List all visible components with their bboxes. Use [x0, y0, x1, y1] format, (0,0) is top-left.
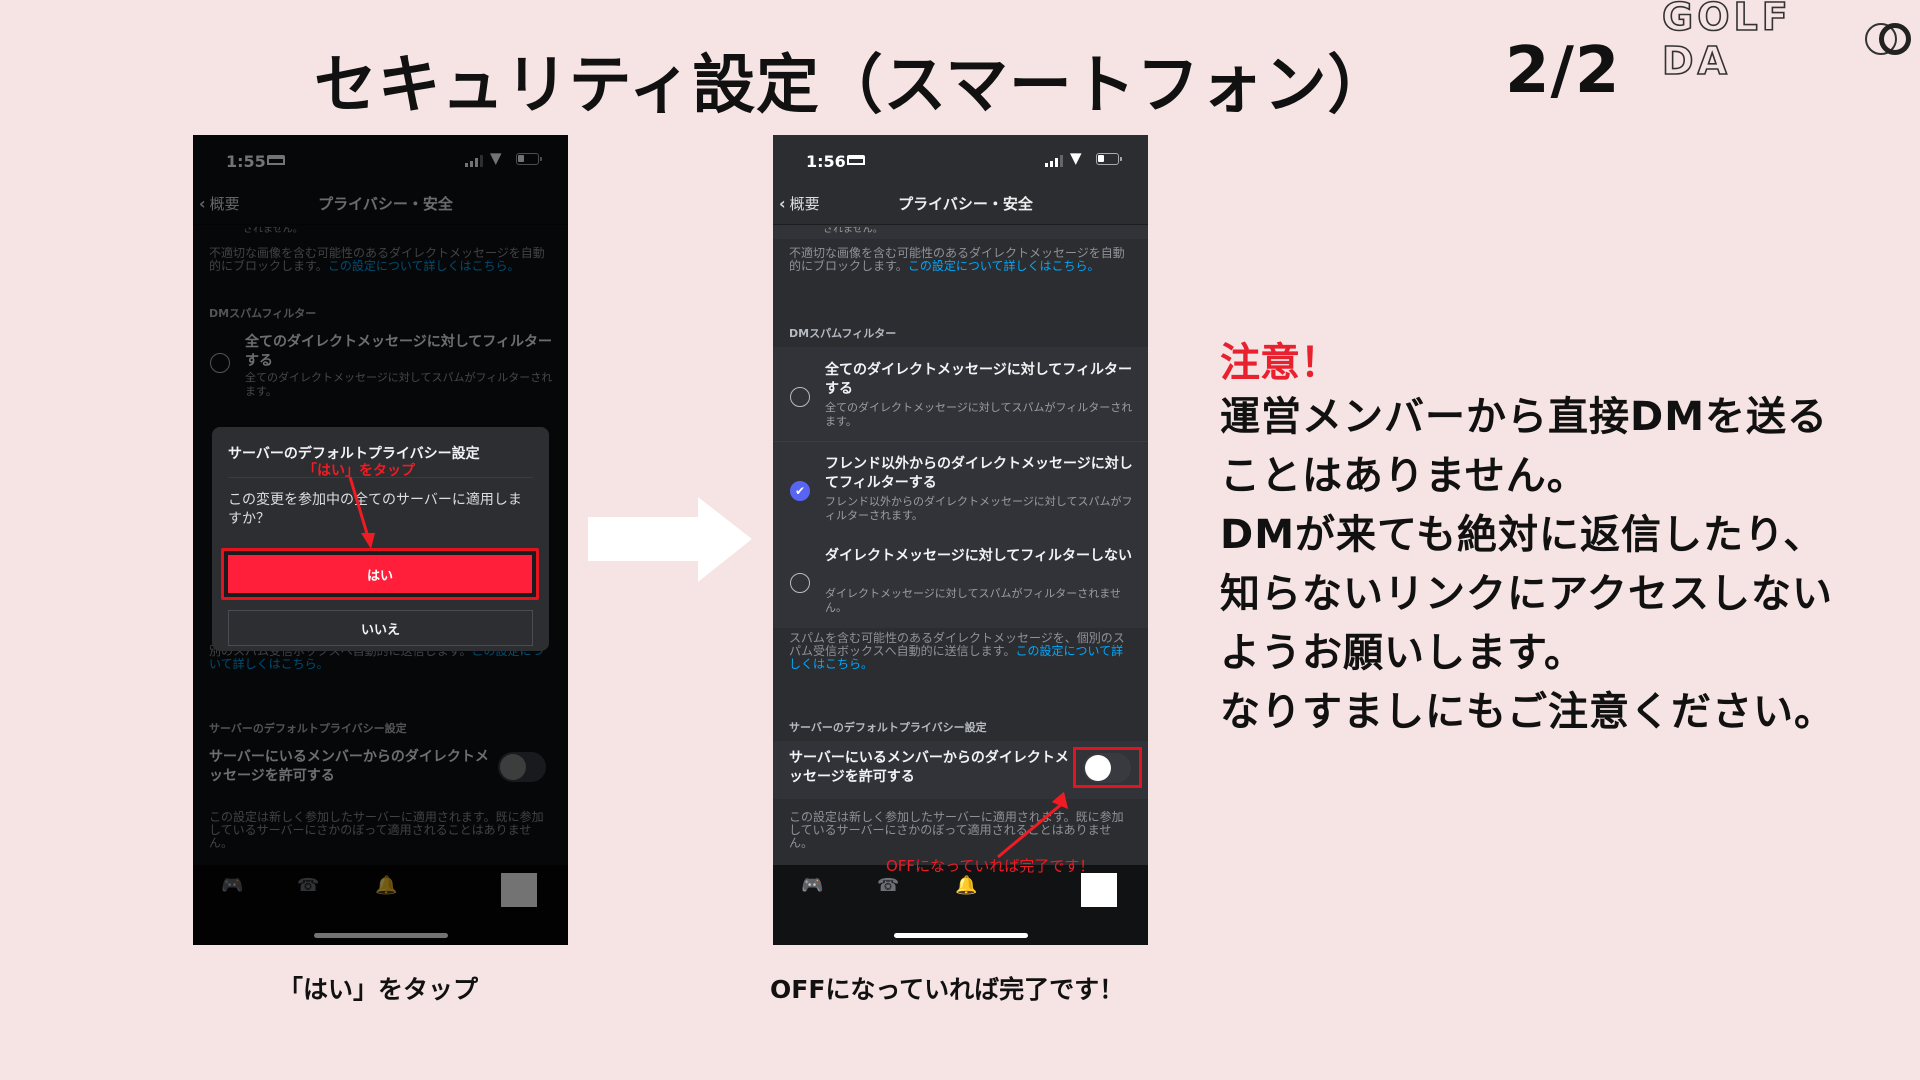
highlight-box — [1073, 747, 1142, 788]
annotation-arrow-icon — [348, 476, 375, 549]
dialog-title: サーバーのデフォルトプライバシー設定 — [228, 446, 480, 462]
radio-button[interactable] — [790, 387, 810, 407]
off-annotation: OFFになっていれば完了です！ — [886, 857, 1095, 875]
caption-left: 「はい」をタップ — [278, 975, 479, 1004]
spam-option-all[interactable]: 全てのダイレクトメッセージに対してフィルターする 全てのダイレクトメッセージに対… — [773, 347, 1148, 441]
spam-option-non-friends[interactable]: ✔ フレンド以外からのダイレクトメッセージに対してフィルターする フレンド以外か… — [773, 441, 1148, 533]
explicit-filter-note: 不適切な画像を含む可能性のあるダイレクトメッセージを自動的にブロックします。この… — [789, 246, 1125, 273]
wifi-icon: ▼ — [1070, 149, 1082, 167]
spam-options-group — [773, 347, 1148, 628]
logo-rings-icon — [1865, 19, 1912, 59]
notice-line: ことはありません。 — [1220, 453, 1588, 499]
warning-heading: 注意！ — [1220, 340, 1340, 386]
clipped-text: されません。 — [823, 227, 883, 235]
cell-signal-icon — [1045, 155, 1063, 167]
notice-line: 知らないリンクにアクセスしない — [1220, 571, 1833, 617]
discord-icon[interactable]: 🎮 — [801, 875, 824, 896]
phone-screenshot-left: 1:55 ▼ ‹ 概要 プライバシー・安全 されません。 不適切な画像を含む可能… — [193, 135, 568, 945]
status-bar: 1:56 ▼ — [773, 135, 1148, 195]
logo-text: GOLF DA — [1661, 0, 1792, 84]
dialog-body: この変更を参加中の全てのサーバーに適用しますか？ — [228, 492, 522, 527]
learn-more-link[interactable]: この設定について詳しくはこちら。 — [789, 644, 1124, 671]
tab-bar: 🎮 ☎ 🔔 — [773, 865, 1148, 945]
sleep-bed-icon — [847, 155, 865, 165]
dialog-divider — [228, 477, 533, 478]
annotation-arrow-icon — [997, 791, 1069, 859]
golf-dao-logo: GOLF DA — [1661, 0, 1912, 84]
server-dm-toggle-row: サーバーにいるメンバーからのダイレクトメッセージを許可する — [773, 741, 1148, 799]
battery-icon — [1096, 153, 1122, 165]
spam-filter-section-label: DMスパムフィルター — [789, 327, 897, 340]
server-dm-toggle[interactable] — [1083, 753, 1131, 783]
back-button[interactable]: ‹ 概要 — [779, 194, 820, 213]
no-button[interactable]: いいえ — [228, 610, 533, 646]
phone-screenshot-right: 1:56 ▼ ‹ 概要 プライバシー・安全 されません。 不適切な画像を含む可能… — [773, 135, 1148, 945]
spam-note: スパムを含む可能性のあるダイレクトメッセージを、個別のスパム受信ボックスへ自動的… — [789, 631, 1125, 671]
caption-right: OFFになっていれば完了です！ — [770, 975, 1125, 1004]
status-time: 1:56 — [806, 152, 846, 171]
divider — [773, 441, 1148, 442]
bell-icon[interactable]: 🔔 — [955, 875, 978, 896]
notice-line: DMが来ても絶対に返信したり、 — [1220, 512, 1825, 558]
server-privacy-section-label: サーバーのデフォルトプライバシー設定 — [789, 721, 987, 734]
confirm-dialog: サーバーのデフォルトプライバシー設定 この変更を参加中の全てのサーバーに適用しま… — [212, 427, 549, 651]
home-indicator — [894, 933, 1028, 938]
radio-button[interactable] — [790, 573, 810, 593]
yes-button[interactable]: はい — [228, 555, 532, 593]
radio-button-checked[interactable]: ✔ — [790, 481, 810, 501]
tap-annotation: 「はい」をタップ — [303, 463, 415, 479]
notice-line: ようお願いします。 — [1220, 630, 1585, 676]
clipped-row — [773, 225, 1148, 239]
learn-more-link[interactable]: この設定について詳しくはこちら。 — [907, 259, 1100, 273]
highlight-box: はい — [221, 548, 539, 600]
warning-notice: 注意！ 運営メンバーから直接DMを送る ことはありません。 DMが来ても絶対に返… — [1220, 338, 1835, 742]
notice-line: なりすましにもご注意ください。 — [1220, 689, 1835, 735]
nav-title: プライバシー・安全 — [898, 195, 1033, 213]
spam-option-none[interactable]: ダイレクトメッセージに対してフィルターしない ダイレクトメッセージに対してスパム… — [773, 533, 1148, 628]
slide-title: セキュリティ設定（スマートフォン） 2/2 — [300, 26, 1621, 123]
notice-line: 運営メンバーから直接DMを送る — [1220, 394, 1829, 440]
page-indicator: 2/2 — [1505, 34, 1621, 108]
avatar[interactable] — [1081, 873, 1117, 907]
right-arrow-icon — [588, 497, 752, 582]
page-title: セキュリティ設定（スマートフォン） — [314, 49, 1392, 123]
nav-bar: ‹ 概要 プライバシー・安全 — [773, 183, 1148, 225]
friends-wave-icon[interactable]: ☎ — [877, 875, 900, 896]
chevron-left-icon: ‹ — [779, 194, 786, 213]
